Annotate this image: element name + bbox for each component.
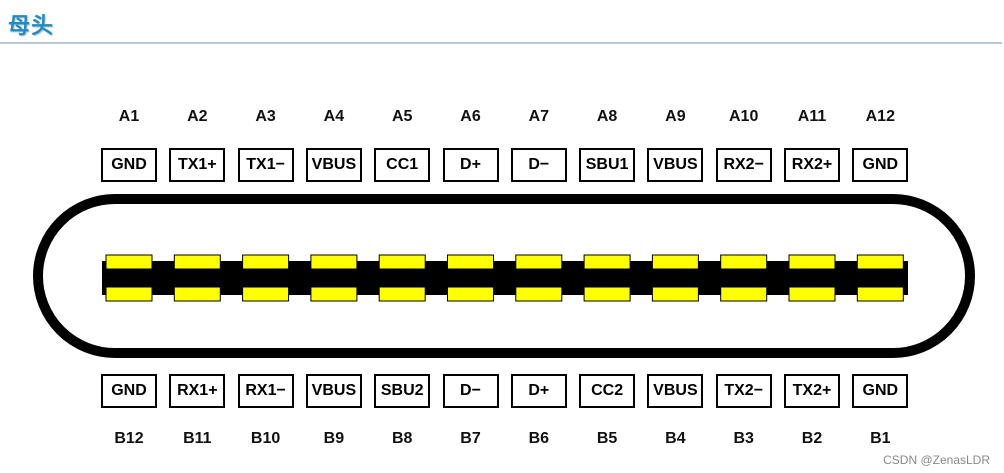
signal-box-a11-rx2-plus: RX2+ — [784, 148, 840, 182]
pin-label-a5: A5 — [391, 108, 413, 125]
pin-label-a4: A4 — [323, 108, 345, 125]
bottom-signal-boxes: GND RX1+ RX1− VBUS SBU2 D− D+ CC2 VBUS TX2− TX2+ GN… — [0, 374, 1004, 414]
signal-box-a10-rx2-minus: RX2− — [715, 148, 772, 182]
signal-box-a3-tx1-minus: TX1− — [237, 148, 294, 182]
contact-pad-a10 — [720, 254, 768, 270]
title-divider — [0, 42, 1002, 44]
signal-box-b9-vbus: VBUS — [305, 374, 362, 408]
watermark: CSDN @ZenasLDR — [883, 453, 990, 467]
contact-pad-a3 — [242, 254, 290, 270]
contact-pad-a9 — [651, 254, 699, 270]
signal-box-a8-sbu1: SBU1 — [579, 148, 636, 182]
contact-pad-b5 — [583, 286, 631, 302]
signal-box-a6-d-plus: D+ — [442, 148, 499, 182]
contact-pad-a4 — [310, 254, 358, 270]
tongue — [102, 261, 908, 295]
signal-box-b1-gnd: GND — [852, 374, 909, 408]
pin-label-b9: B9 — [323, 430, 345, 447]
pin-label-b4: B4 — [665, 430, 686, 447]
contact-pad-a11 — [788, 254, 836, 270]
pin-label-b5: B5 — [596, 430, 618, 447]
contact-pad-a6 — [447, 254, 494, 270]
pin-label-b6: B6 — [528, 430, 550, 447]
signal-box-b11-rx1-plus: RX1+ — [169, 374, 226, 408]
contact-pad-b7 — [447, 286, 494, 302]
pin-label-a1: A1 — [118, 108, 140, 125]
pin-label-a11: A11 — [797, 108, 827, 125]
pin-label-a12: A12 — [865, 108, 895, 125]
contact-pad-b9 — [310, 286, 358, 302]
pin-label-b8: B8 — [391, 430, 413, 447]
contact-pad-a8 — [583, 254, 631, 270]
pin-label-a9: A9 — [665, 108, 686, 125]
contact-pad-b11 — [173, 286, 221, 302]
pin-label-a6: A6 — [460, 108, 481, 125]
contact-pad-b10 — [242, 286, 290, 302]
signal-box-a9-vbus: VBUS — [647, 148, 704, 182]
pin-label-a7: A7 — [528, 108, 550, 125]
signal-box-a7-d-minus: D− — [510, 148, 567, 182]
contact-pad-a5 — [378, 254, 426, 270]
contact-pad-a1 — [105, 254, 153, 270]
top-pin-labels: A1 A2 A3 A4 A5 A6 A7 A8 A9 A10 A11 A12 — [0, 108, 1004, 148]
contact-pad-b1 — [856, 286, 904, 302]
pin-label-b11: B11 — [183, 430, 212, 447]
signal-box-a2-tx1-plus: TX1+ — [169, 148, 226, 182]
signal-box-a12-gnd: GND — [852, 148, 909, 182]
pin-label-b7: B7 — [460, 430, 481, 447]
pin-label-a3: A3 — [255, 108, 276, 125]
contact-pad-b3 — [720, 286, 768, 302]
pin-label-a8: A8 — [596, 108, 618, 125]
pin-label-a10: A10 — [729, 108, 759, 125]
contact-pad-b8 — [378, 286, 426, 302]
signal-box-a4-vbus: VBUS — [305, 148, 362, 182]
contact-pad-a7 — [515, 254, 563, 270]
signal-box-b10-rx1-minus: RX1− — [237, 374, 294, 408]
pin-label-b3: B3 — [733, 430, 754, 447]
pin-label-b2: B2 — [801, 430, 823, 447]
signal-box-b4-vbus: VBUS — [647, 374, 704, 408]
contact-pad-b12 — [105, 286, 153, 302]
pin-label-a2: A2 — [187, 108, 208, 125]
signal-box-a5-cc1: CC1 — [374, 148, 431, 182]
signal-box-b7-d-minus: D− — [442, 374, 499, 408]
signal-box-b8-sbu2: SBU2 — [374, 374, 431, 408]
page-title: 母头 — [8, 14, 55, 39]
signal-box-b12-gnd: GND — [101, 374, 157, 408]
signal-box-b3-tx2-minus: TX2− — [715, 374, 772, 408]
contact-pad-b2 — [788, 286, 836, 302]
bottom-pin-labels: B12 B11 B10 B9 B8 B7 B6 B5 B4 B3 B2 B1 — [0, 430, 1004, 470]
contact-pad-a12 — [856, 254, 904, 270]
top-signal-boxes: GND TX1+ TX1− VBUS CC1 D+ D− SBU1 VBUS RX2− RX2+ GN… — [0, 148, 1004, 188]
signal-box-a1-gnd: GND — [101, 148, 157, 182]
signal-box-b5-cc2: CC2 — [579, 374, 636, 408]
contact-pad-b4 — [651, 286, 699, 302]
contact-pad-a2 — [173, 254, 221, 270]
signal-box-b6-d-plus: D+ — [510, 374, 567, 408]
pin-label-b12: B12 — [114, 430, 144, 447]
contact-pad-b6 — [515, 286, 563, 302]
connector-shell — [33, 194, 975, 358]
pin-label-b10: B10 — [250, 430, 281, 447]
contact-pads — [105, 254, 904, 302]
signal-box-b2-tx2-plus: TX2+ — [784, 374, 840, 408]
pin-label-b1: B1 — [870, 430, 891, 447]
